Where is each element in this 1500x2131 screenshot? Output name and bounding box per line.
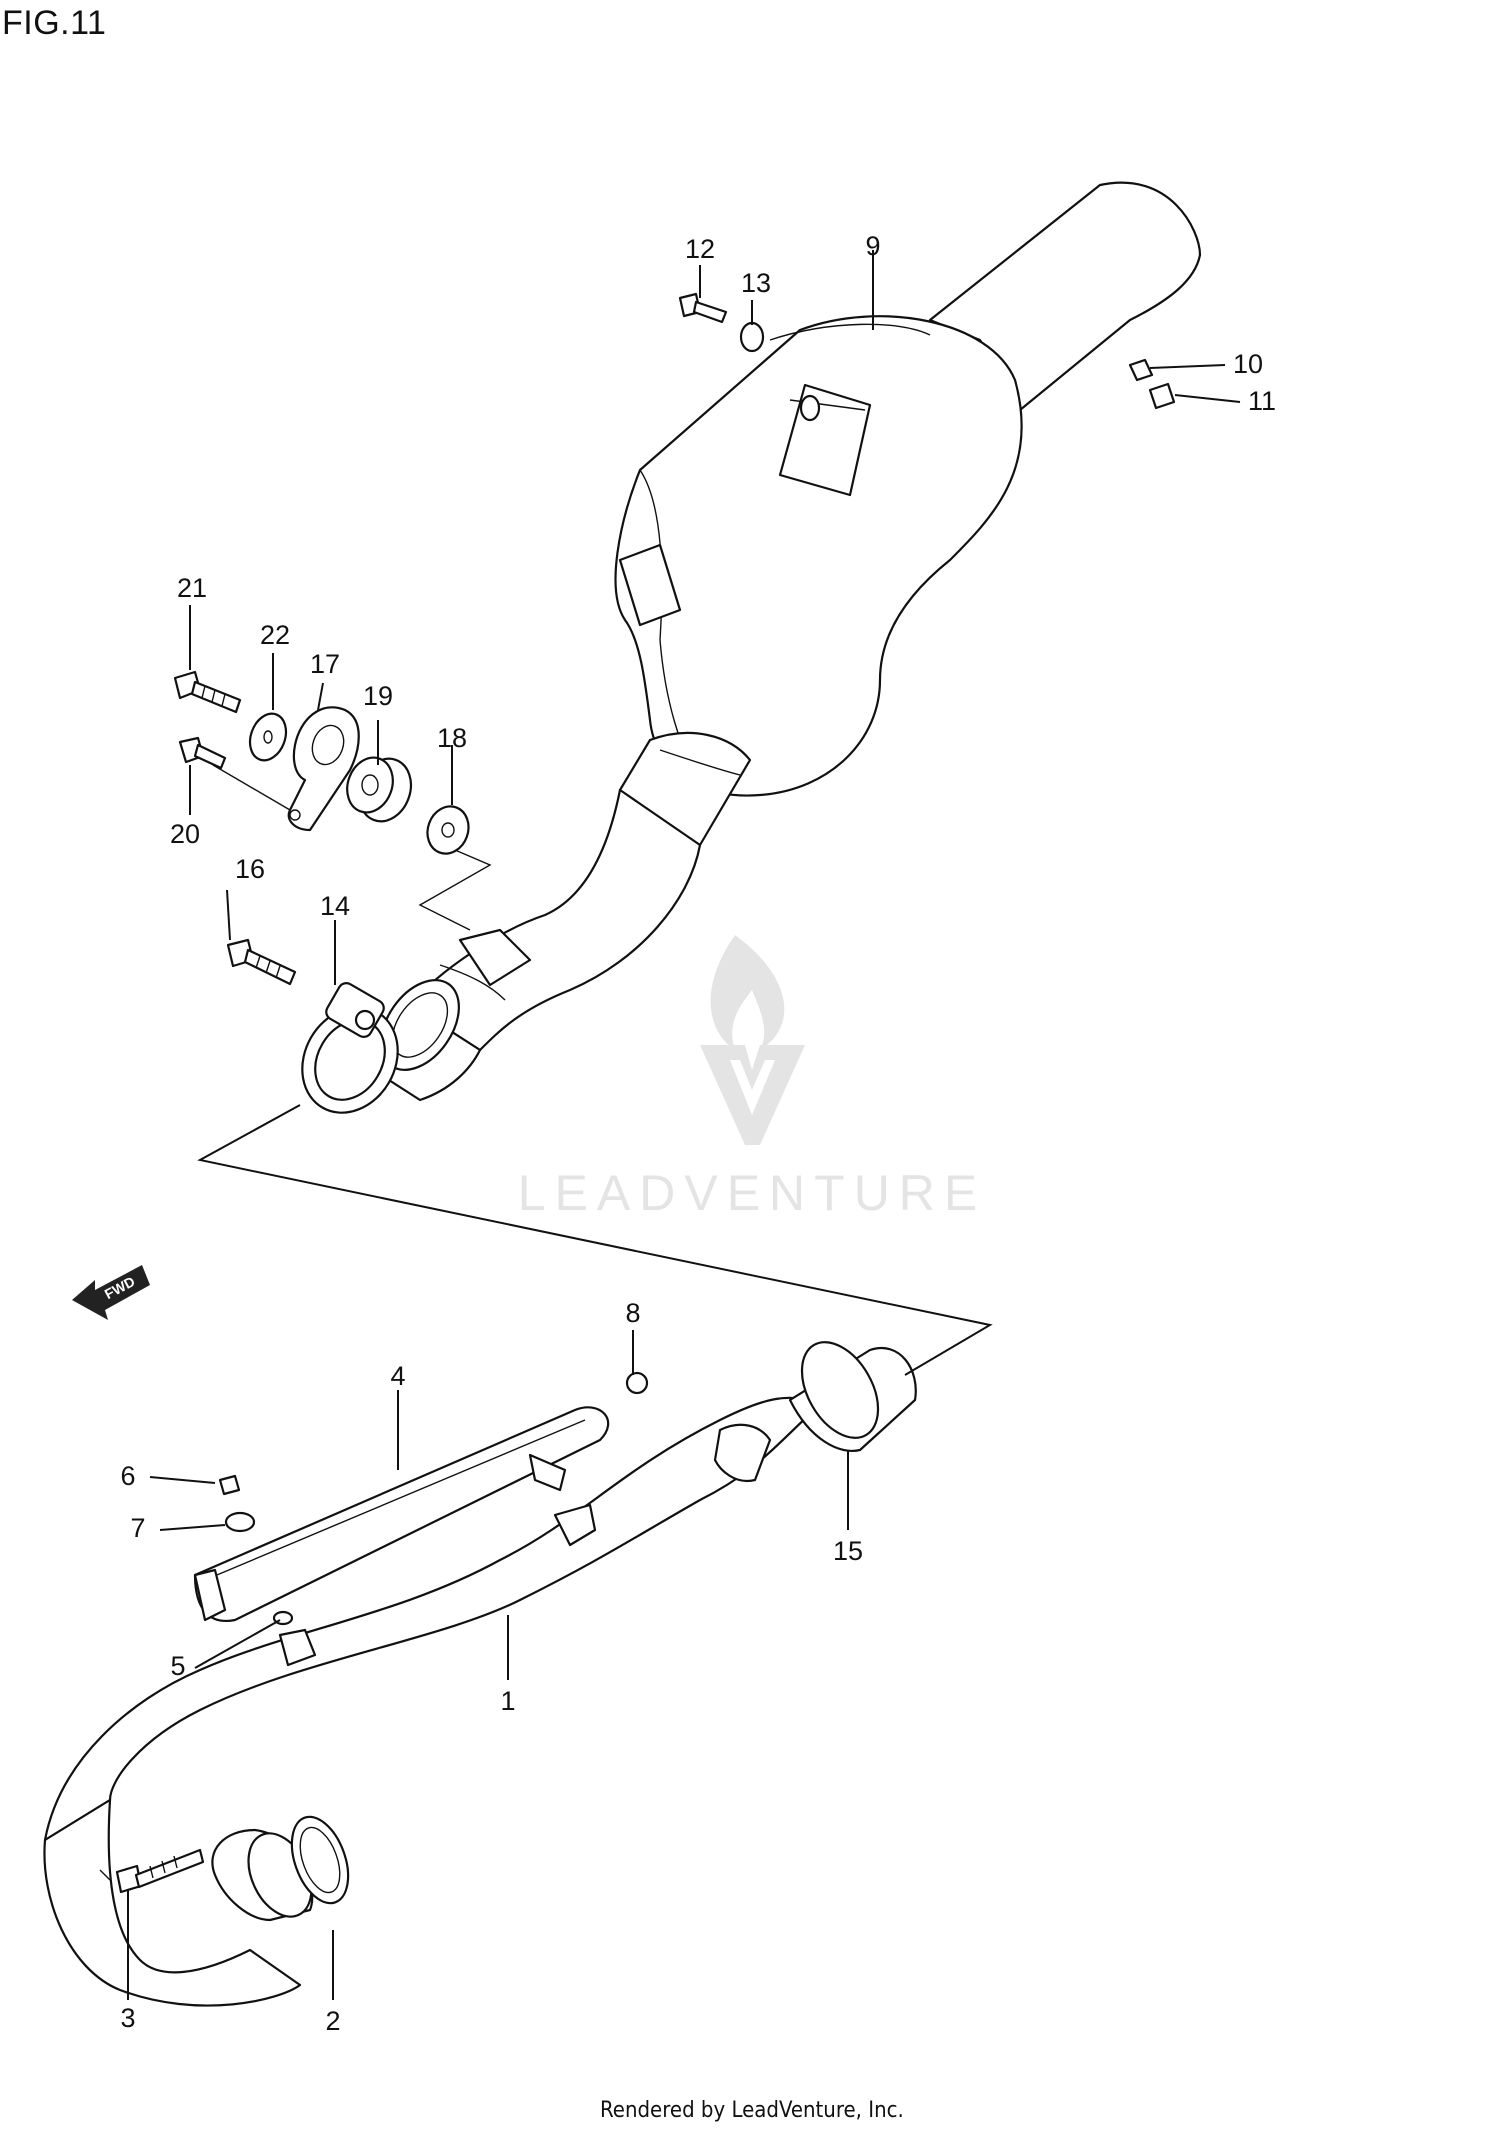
header-pipe xyxy=(43,1396,822,2007)
watermark-logo xyxy=(700,935,805,1145)
nut-10 xyxy=(1128,358,1154,382)
callout-16: 16 xyxy=(235,854,265,884)
washer-13 xyxy=(739,321,765,353)
mount-bracket-17 xyxy=(287,706,360,832)
fwd-arrow-icon: FWD xyxy=(72,1265,150,1320)
bolt-8 xyxy=(625,1371,649,1395)
callout-9: 9 xyxy=(865,231,880,261)
footer-credit: Rendered by LeadVenture, Inc. xyxy=(600,2098,904,2123)
heat-shield-4 xyxy=(193,1406,610,1622)
callout-2: 2 xyxy=(325,2006,340,2036)
callout-13: 13 xyxy=(741,268,771,298)
callout-19: 19 xyxy=(363,681,393,711)
pipe-end-15 xyxy=(788,1341,917,1452)
heat-shield-tab xyxy=(278,1628,317,1667)
bolt-6 xyxy=(218,1474,241,1496)
exhaust-clamp xyxy=(301,982,399,1114)
callout-12: 12 xyxy=(685,234,715,264)
callout-21: 21 xyxy=(177,573,207,603)
washer-22 xyxy=(248,712,288,762)
callout-17: 17 xyxy=(310,649,340,679)
callout-10: 10 xyxy=(1233,349,1263,379)
callout-18: 18 xyxy=(437,723,467,753)
callout-7: 7 xyxy=(130,1513,145,1543)
collar-18 xyxy=(426,805,470,855)
callout-3: 3 xyxy=(120,2003,135,2033)
assembly-connector xyxy=(197,1104,993,1376)
callouts: 1 2 3 4 5 6 7 8 9 10 11 12 13 14 15 16 1… xyxy=(120,231,1276,2036)
clamp-bolt-16 xyxy=(226,938,297,986)
callout-22: 22 xyxy=(260,620,290,650)
callout-20: 20 xyxy=(170,819,200,849)
figure-title: FIG.11 xyxy=(2,4,107,42)
callout-15: 15 xyxy=(833,1536,863,1566)
callout-1: 1 xyxy=(500,1686,515,1716)
washer-7 xyxy=(224,1511,256,1533)
muffler xyxy=(614,181,1202,847)
callout-4: 4 xyxy=(390,1361,405,1391)
watermark-text: LEADVENTURE xyxy=(518,1165,987,1221)
callout-14: 14 xyxy=(320,891,350,921)
nut-11 xyxy=(1148,382,1176,410)
grommet-19 xyxy=(346,756,413,823)
flange-bolt-3 xyxy=(115,1848,205,1894)
mount-bolt-21 xyxy=(173,670,242,714)
muffler-bolt-12 xyxy=(678,292,728,324)
callout-11: 11 xyxy=(1248,386,1276,416)
flange-gasket-2 xyxy=(211,1815,350,1922)
callout-8: 8 xyxy=(625,1298,640,1328)
leader-lines xyxy=(127,250,1241,2000)
callout-6: 6 xyxy=(120,1461,135,1491)
callout-5: 5 xyxy=(170,1651,185,1681)
mount-bolt-20 xyxy=(178,736,227,770)
